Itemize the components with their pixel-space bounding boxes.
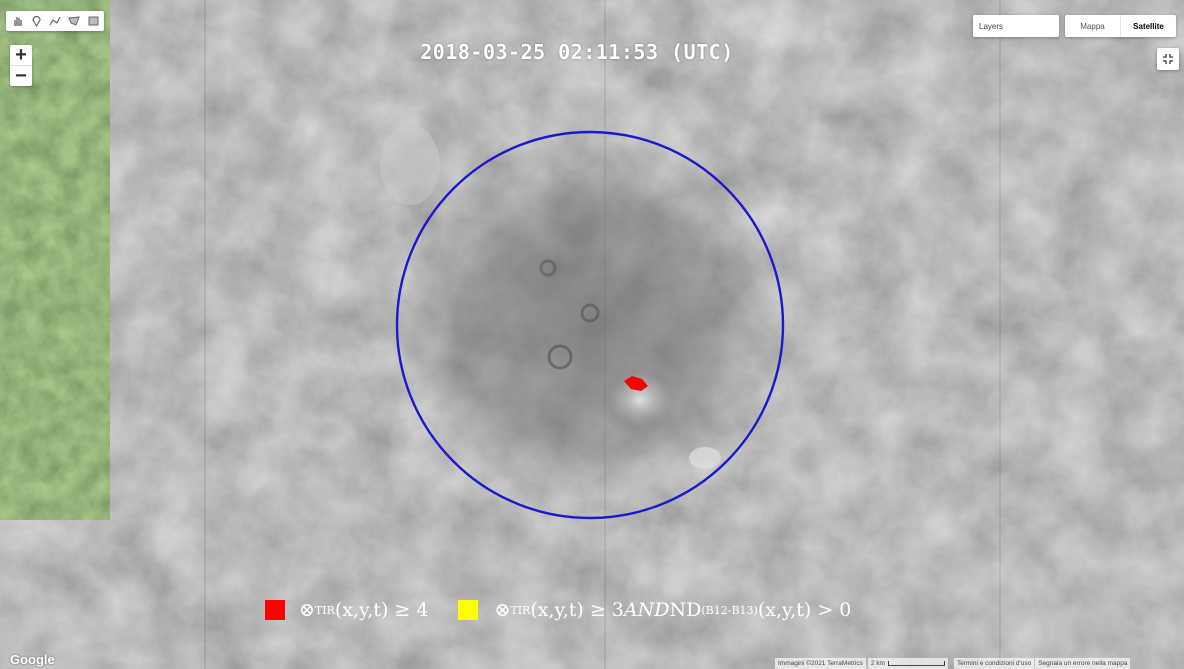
summit-bright-spot <box>689 447 721 469</box>
scale-bar <box>887 660 945 666</box>
bright-patch <box>380 125 440 205</box>
layers-dropdown[interactable]: Layers <box>973 15 1059 37</box>
crater <box>580 303 600 323</box>
map-attribution: Immagini ©2021 TerraMetrics 2 km Termini… <box>775 658 1131 669</box>
legend-expression: (x,y,t) ≥ 4 <box>334 599 429 621</box>
rectangle-icon[interactable] <box>86 14 100 28</box>
volcano-edifice <box>400 140 780 500</box>
legend-nd-expression: (x,y,t) > 0 <box>757 599 852 621</box>
polygon-icon[interactable] <box>67 14 81 28</box>
summit-plume <box>608 372 672 428</box>
legend-subscript: TIR <box>314 603 335 617</box>
legend-operator: AND <box>623 599 670 621</box>
scale-indicator[interactable]: 2 km <box>867 658 948 669</box>
map-type-control: Mappa Satellite <box>1065 15 1176 37</box>
fullscreen-exit-icon <box>1163 54 1173 64</box>
hand-icon[interactable] <box>10 14 24 28</box>
crater <box>547 344 573 370</box>
zoom-control: + − <box>10 45 32 86</box>
marker-icon[interactable] <box>29 14 43 28</box>
legend-swatch-yellow <box>458 600 479 620</box>
legend-swatch-red <box>265 600 285 620</box>
legend: ⊗TIR (x,y,t) ≥ 4 ⊗TIR (x,y,t) ≥ 3 AND ND… <box>265 592 851 628</box>
report-error-link[interactable]: Segnala un errore nella mappa <box>1035 658 1131 669</box>
legend-symbol: ⊗ <box>299 599 315 621</box>
acquisition-timestamp: 2018-03-25 02:11:53 (UTC) <box>420 40 734 64</box>
google-logo: Google <box>10 652 55 667</box>
crater <box>539 259 557 277</box>
terms-link[interactable]: Termini e condizioni d'uso <box>953 658 1035 669</box>
legend-expression: (x,y,t) ≥ 3 <box>530 599 624 621</box>
coastal-strip <box>0 0 110 520</box>
map-type-satellite[interactable]: Satellite <box>1120 15 1176 37</box>
region-of-interest-circle <box>395 130 785 520</box>
scale-label: 2 km <box>870 660 885 667</box>
zoom-out-button[interactable]: − <box>10 65 32 86</box>
legend-symbol: ⊗ <box>494 599 511 621</box>
polyline-icon[interactable] <box>48 14 62 28</box>
thermal-hotspot <box>624 376 648 391</box>
fullscreen-button[interactable] <box>1157 48 1179 70</box>
map-type-mappa[interactable]: Mappa <box>1080 21 1105 31</box>
imagery-credit: Immagini ©2021 TerraMetrics <box>775 658 866 669</box>
legend-subscript: TIR <box>510 603 531 617</box>
zoom-in-button[interactable]: + <box>15 44 27 66</box>
drawing-toolbar <box>6 11 104 31</box>
legend-nd: ND <box>669 599 702 621</box>
legend-nd-subscript: (B12-B13) <box>701 603 758 617</box>
